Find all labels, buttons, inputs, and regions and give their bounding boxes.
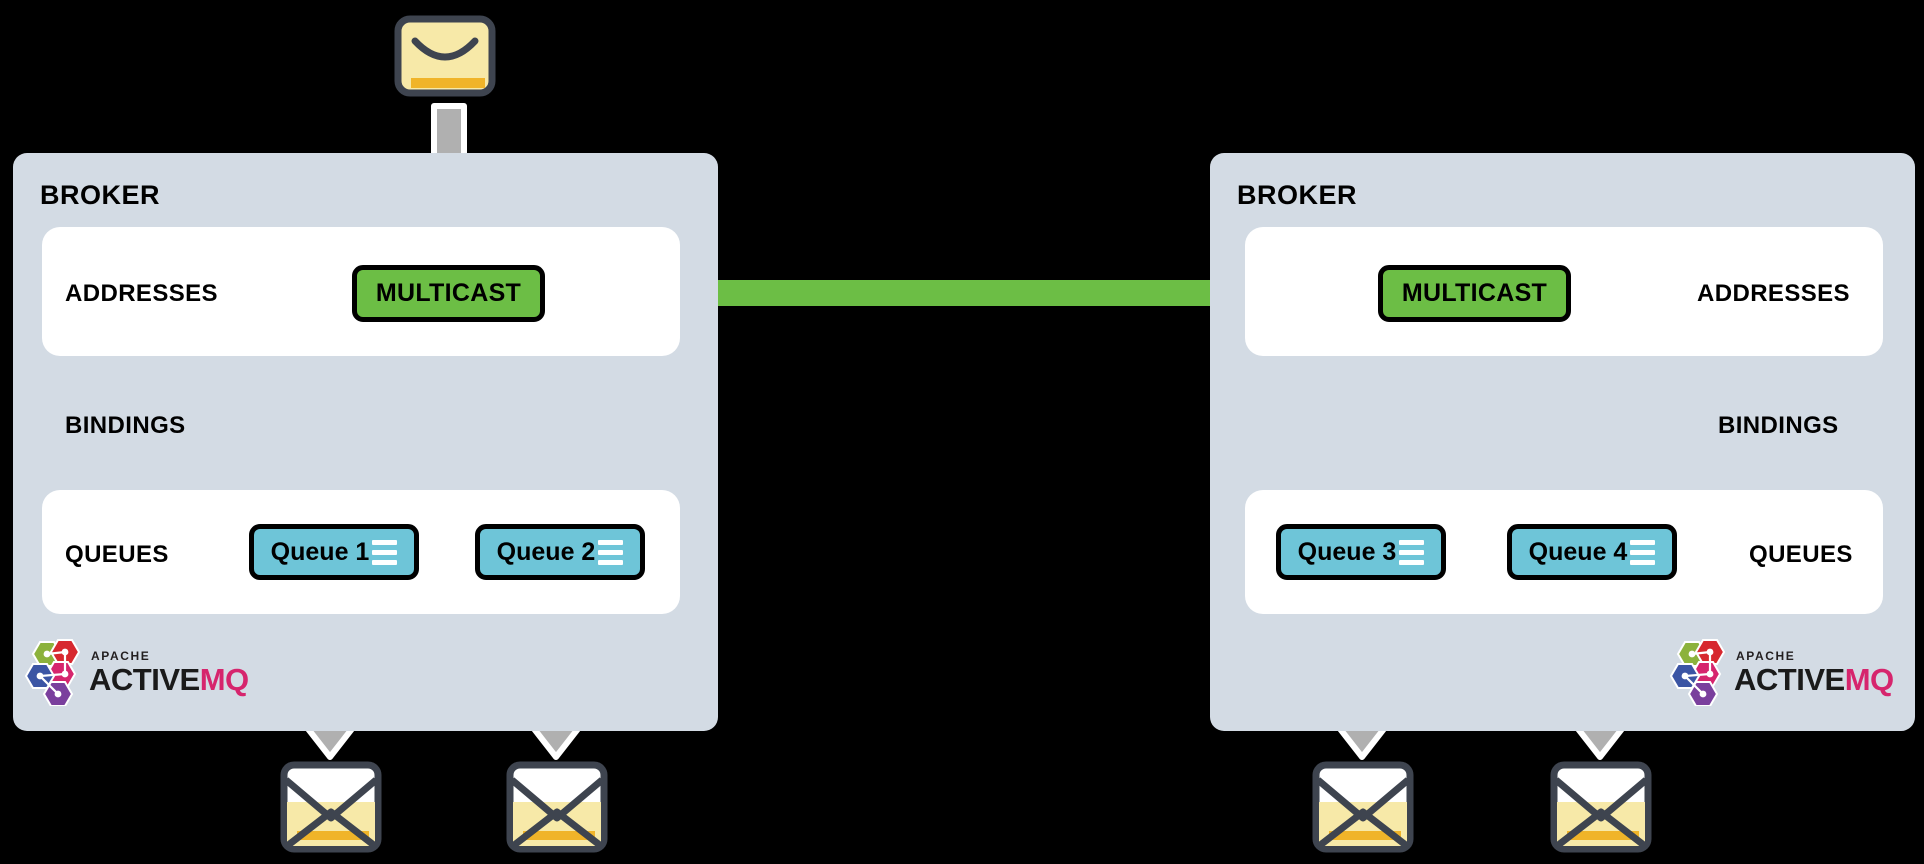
queue-list-icon bbox=[598, 539, 624, 565]
broker-right-queues-label: QUEUES bbox=[1749, 541, 1853, 568]
queue-list-icon bbox=[1630, 539, 1656, 565]
address-multicast-right-label: MULTICAST bbox=[1401, 279, 1548, 307]
broker-left-queues-label: QUEUES bbox=[65, 541, 169, 568]
queue-list-icon bbox=[1399, 539, 1425, 565]
arrow-multicast-bridge bbox=[607, 266, 1312, 320]
envelope-open-icon bbox=[510, 765, 604, 849]
queue-node-queue-1[interactable]: Queue 1 bbox=[249, 524, 419, 580]
envelope-closed-icon bbox=[398, 19, 492, 93]
activemq-logo-left: APACHE ACTIVEMQ bbox=[18, 638, 249, 707]
queue-list-icon bbox=[372, 539, 398, 565]
queue-2-label: Queue 2 bbox=[496, 537, 596, 566]
envelope-open-icon bbox=[1316, 765, 1410, 849]
activemq-mq-text: MQ bbox=[1844, 661, 1894, 697]
activemq-active-text: ACTIVE bbox=[89, 661, 200, 697]
broker-right-bindings-label: BINDINGS bbox=[1718, 412, 1839, 439]
envelope-open-icon bbox=[284, 765, 378, 849]
broker-left-title: BROKER bbox=[40, 180, 161, 210]
queue-3-label: Queue 3 bbox=[1297, 537, 1397, 566]
queue-1-label: Queue 1 bbox=[270, 537, 370, 566]
activemq-hex-icon bbox=[1663, 638, 1726, 707]
broker-left-addresses-label: ADDRESSES bbox=[65, 280, 218, 307]
broker-left-bindings-label: BINDINGS bbox=[65, 412, 186, 439]
envelope-open-icon bbox=[1554, 765, 1648, 849]
queue-node-queue-4[interactable]: Queue 4 bbox=[1507, 524, 1677, 580]
queue-node-queue-3[interactable]: Queue 3 bbox=[1276, 524, 1446, 580]
activemq-hex-icon bbox=[18, 638, 81, 707]
activemq-active-text: ACTIVE bbox=[1734, 661, 1845, 697]
address-multicast-right[interactable]: MULTICAST bbox=[1378, 265, 1571, 322]
broker-right-addresses-label: ADDRESSES bbox=[1697, 280, 1850, 307]
activemq-apache-text: APACHE bbox=[91, 648, 151, 663]
address-multicast-left[interactable]: MULTICAST bbox=[352, 265, 545, 322]
queue-node-queue-2[interactable]: Queue 2 bbox=[475, 524, 645, 580]
address-multicast-left-label: MULTICAST bbox=[375, 279, 522, 307]
activemq-logo-right: APACHE ACTIVEMQ bbox=[1663, 638, 1894, 707]
queue-4-label: Queue 4 bbox=[1528, 537, 1628, 566]
activemq-apache-text: APACHE bbox=[1736, 648, 1796, 663]
broker-right-title: BROKER bbox=[1237, 180, 1358, 210]
activemq-mq-text: MQ bbox=[199, 661, 249, 697]
